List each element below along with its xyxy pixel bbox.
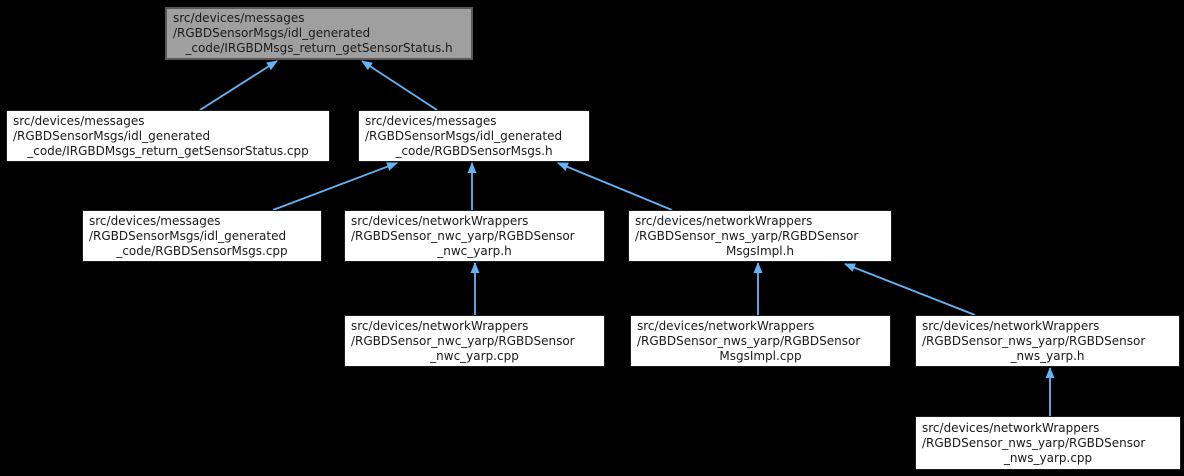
node-label-line: src/devices/messages bbox=[365, 113, 497, 128]
node-label-line: _nwc_yarp.h bbox=[437, 243, 512, 258]
node-rgbdsensor-nwc-yarp-h[interactable]: src/devices/networkWrappers/RGBDSensor_n… bbox=[344, 210, 605, 262]
node-label-line: _code/IRGBDMsgs_return_getSensorStatus.h bbox=[185, 41, 453, 55]
node-rgbdsensor-nwc-yarp-cpp[interactable]: src/devices/networkWrappers/RGBDSensor_n… bbox=[344, 315, 605, 367]
node-label-line: _code/RGBDSensorMsgs.h bbox=[395, 143, 553, 158]
node-label-line: src/devices/messages bbox=[13, 113, 145, 128]
edge-B-to-A bbox=[199, 60, 278, 111]
node-label-line: /RGBDSensorMsgs/idl_generated bbox=[13, 128, 211, 143]
node-label-line: /RGBDSensor_nwc_yarp/RGBDSensor bbox=[351, 333, 575, 348]
node-label-line: _nws_yarp.cpp bbox=[1003, 450, 1093, 465]
node-label-line: MsgsImpl.cpp bbox=[719, 348, 802, 363]
node-label-line: src/devices/networkWrappers bbox=[635, 213, 813, 228]
node-label-line: /RGBDSensorMsgs/idl_generated bbox=[173, 26, 371, 40]
node-label-line: src/devices/networkWrappers bbox=[351, 318, 529, 333]
node-label-line: /RGBDSensorMsgs/idl_generated bbox=[89, 228, 287, 243]
node-label-line: src/devices/messages bbox=[89, 213, 221, 228]
node-label-line: /RGBDSensor_nws_yarp/RGBDSensor bbox=[637, 333, 861, 348]
node-label-line: /RGBDSensor_nws_yarp/RGBDSensor bbox=[922, 435, 1146, 450]
node-rgbdsensor-nws-yarp-h[interactable]: src/devices/networkWrappers/RGBDSensor_n… bbox=[915, 315, 1180, 367]
node-label-line: src/devices/networkWrappers bbox=[922, 318, 1100, 333]
node-rgbdsensor-nws-yarp-cpp[interactable]: src/devices/networkWrappers/RGBDSensor_n… bbox=[915, 416, 1181, 470]
edge-F-to-C bbox=[557, 162, 673, 211]
node-irgbdmsgs-return-getsensorstatus-h: src/devices/messages/RGBDSensorMsgs/idl_… bbox=[165, 7, 473, 60]
node-rgbdsensormsgs-h[interactable]: src/devices/messages/RGBDSensorMsgs/idl_… bbox=[358, 110, 590, 162]
node-rgbdsensormsgs-cpp[interactable]: src/devices/messages/RGBDSensorMsgs/idl_… bbox=[82, 210, 322, 262]
node-label-line: src/devices/messages bbox=[173, 11, 305, 25]
node-label-line: src/devices/networkWrappers bbox=[351, 213, 529, 228]
node-rgbdsensormsgsimpl-cpp[interactable]: src/devices/networkWrappers/RGBDSensor_n… bbox=[630, 315, 891, 367]
node-label-line: _nwc_yarp.cpp bbox=[430, 348, 519, 363]
node-label-line: _nws_yarp.h bbox=[1010, 348, 1085, 363]
node-label-line: /RGBDSensor_nwc_yarp/RGBDSensor bbox=[351, 228, 575, 243]
node-label-line: src/devices/networkWrappers bbox=[637, 318, 815, 333]
node-label-line: _code/RGBDSensorMsgs.cpp bbox=[116, 243, 288, 258]
node-rgbdsensormsgsimpl-h[interactable]: src/devices/networkWrappers/RGBDSensor_n… bbox=[628, 210, 892, 262]
edge-D-to-C bbox=[272, 162, 398, 211]
node-irgbdmsgs-return-getsensorstatus-cpp[interactable]: src/devices/messages/RGBDSensorMsgs/idl_… bbox=[6, 110, 330, 162]
node-label-line: /RGBDSensor_nws_yarp/RGBDSensor bbox=[635, 228, 859, 243]
node-label-line: /RGBDSensor_nws_yarp/RGBDSensor bbox=[922, 333, 1146, 348]
edge-I-to-F bbox=[844, 263, 976, 316]
edge-C-to-A bbox=[361, 60, 438, 111]
node-label-line: src/devices/networkWrappers bbox=[922, 420, 1100, 435]
node-label-line: /RGBDSensorMsgs/idl_generated bbox=[365, 128, 563, 143]
node-label-line: MsgsImpl.h bbox=[725, 243, 795, 258]
node-label-line: _code/IRGBDMsgs_return_getSensorStatus.c… bbox=[27, 143, 309, 158]
